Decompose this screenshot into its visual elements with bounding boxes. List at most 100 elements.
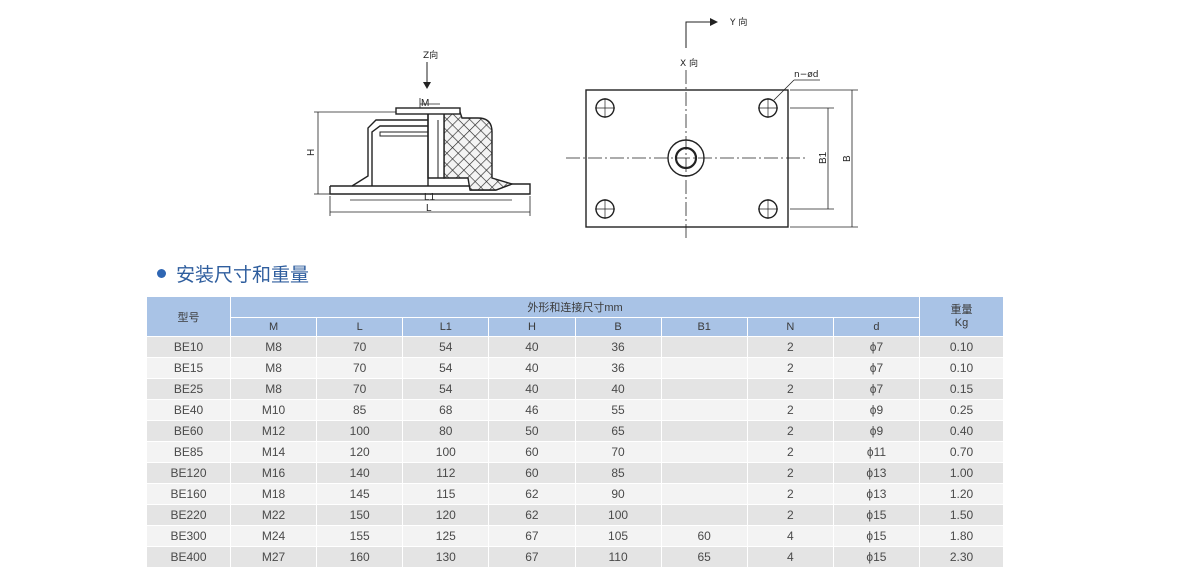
- table-cell: 46: [488, 399, 576, 421]
- table-cell: ϕ9: [832, 399, 921, 421]
- column-header: d: [832, 317, 921, 337]
- table-cell: 1.80: [919, 525, 1004, 547]
- model-header: 型号: [146, 296, 231, 337]
- table-cell: 67: [488, 546, 576, 568]
- dim-h-label: H: [306, 149, 317, 156]
- column-header: B1: [660, 317, 748, 337]
- table-cell: 85: [574, 462, 662, 484]
- table-cell: ϕ15: [832, 525, 921, 547]
- table-cell: [660, 420, 748, 442]
- table-cell: 90: [574, 483, 662, 505]
- table-cell: 130: [402, 546, 490, 568]
- table-cell: 140: [316, 462, 404, 484]
- table-cell: 70: [574, 441, 662, 463]
- table-cell: 105: [574, 525, 662, 547]
- table-cell: 2: [746, 399, 834, 421]
- table-cell: 120: [316, 441, 404, 463]
- table-cell: M8: [229, 357, 318, 379]
- table-cell: ϕ15: [832, 504, 921, 526]
- table-cell: M24: [229, 525, 318, 547]
- table-cell: 2: [746, 357, 834, 379]
- table-cell: M14: [229, 441, 318, 463]
- table-cell: 100: [316, 420, 404, 442]
- table-cell: 40: [574, 378, 662, 400]
- table-cell: 36: [574, 336, 662, 358]
- table-cell: 0.70: [919, 441, 1004, 463]
- table-cell: 0.40: [919, 420, 1004, 442]
- table-cell: 0.10: [919, 357, 1004, 379]
- table-cell: 4: [746, 546, 834, 568]
- table-cell: 2: [746, 483, 834, 505]
- table-cell: 54: [402, 336, 490, 358]
- table-cell: 67: [488, 525, 576, 547]
- y-direction-label: Y 向: [729, 16, 747, 28]
- table-cell: [660, 504, 748, 526]
- table-cell: BE10: [146, 336, 231, 358]
- table-cell: 2: [746, 378, 834, 400]
- column-header: M: [229, 317, 318, 337]
- bullet-icon: [157, 268, 166, 278]
- table-cell: 100: [574, 504, 662, 526]
- table-cell: 62: [488, 483, 576, 505]
- weight-header: 重量 Kg: [919, 296, 1004, 337]
- side-view: [314, 62, 531, 216]
- table-cell: BE120: [146, 462, 231, 484]
- table-cell: M18: [229, 483, 318, 505]
- table-cell: M22: [229, 504, 318, 526]
- table-cell: BE160: [146, 483, 231, 505]
- table-cell: 85: [316, 399, 404, 421]
- table-cell: 65: [660, 546, 748, 568]
- dim-b1-label: B1: [818, 151, 829, 164]
- table-cell: 80: [402, 420, 490, 442]
- table-cell: 50: [488, 420, 576, 442]
- table-cell: 55: [574, 399, 662, 421]
- table-cell: 2: [746, 462, 834, 484]
- column-header: L1: [402, 317, 490, 337]
- table-cell: 70: [316, 336, 404, 358]
- table-cell: 60: [488, 462, 576, 484]
- dim-l1-label: L1: [424, 192, 436, 203]
- table-cell: ϕ11: [832, 441, 921, 463]
- table-cell: ϕ15: [832, 546, 921, 568]
- table-cell: ϕ9: [832, 420, 921, 442]
- table-cell: BE220: [146, 504, 231, 526]
- table-cell: BE15: [146, 357, 231, 379]
- table-cell: M8: [229, 336, 318, 358]
- table-cell: 36: [574, 357, 662, 379]
- column-header: H: [488, 317, 576, 337]
- table-cell: 2: [746, 336, 834, 358]
- table-cell: 150: [316, 504, 404, 526]
- table-cell: 110: [574, 546, 662, 568]
- table-cell: 120: [402, 504, 490, 526]
- dimensions-group-header: 外形和连接尺寸mm: [230, 296, 920, 318]
- table-cell: [660, 483, 748, 505]
- column-header: B: [574, 317, 662, 337]
- table-cell: 2: [746, 420, 834, 442]
- table-cell: BE40: [146, 399, 231, 421]
- table-cell: 60: [488, 441, 576, 463]
- table-cell: M8: [229, 378, 318, 400]
- table-cell: 70: [316, 378, 404, 400]
- hole-spec-label: n−ød: [794, 70, 818, 80]
- table-cell: 145: [316, 483, 404, 505]
- table-cell: 125: [402, 525, 490, 547]
- table-cell: ϕ7: [832, 378, 921, 400]
- table-cell: BE25: [146, 378, 231, 400]
- table-cell: ϕ13: [832, 483, 921, 505]
- table-cell: 0.10: [919, 336, 1004, 358]
- technical-drawing: Z向 M H L1 L: [306, 16, 858, 240]
- z-direction-label: Z向: [423, 49, 438, 61]
- table-cell: 40: [488, 357, 576, 379]
- table-cell: 0.15: [919, 378, 1004, 400]
- column-header: L: [316, 317, 404, 337]
- section-title: 安装尺寸和重量: [157, 258, 309, 288]
